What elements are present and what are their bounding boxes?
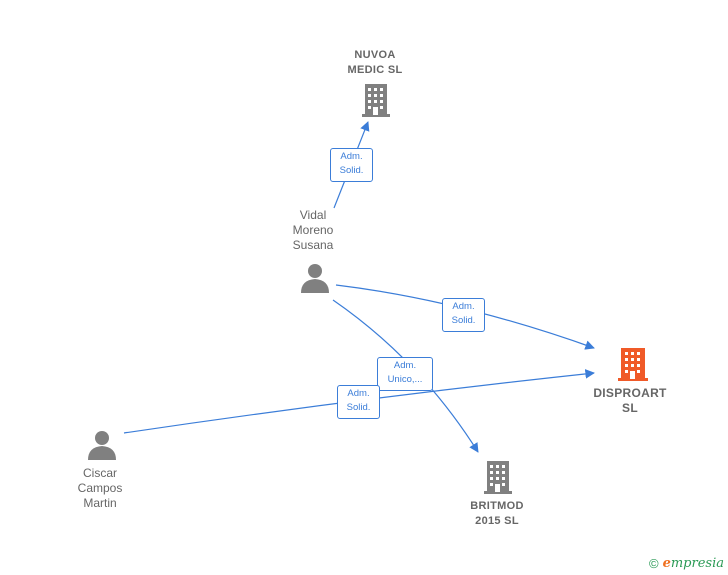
edge-label-vidal-nuvoa[interactable]: Adm. Solid. [330,148,373,182]
edge-label-ciscar-disproart[interactable]: Adm. Solid. [337,385,380,419]
edge-label-vidal-disproart[interactable]: Adm. Solid. [442,298,485,332]
node-label-vidal[interactable]: Vidal Moreno Susana [292,208,334,252]
person-icon[interactable] [88,431,116,460]
node-label-disproart[interactable]: DISPROART SL [593,386,667,415]
edge-label-vidal-britmod[interactable]: Adm. Unico,... [377,357,433,391]
person-icon[interactable] [301,264,329,293]
node-label-nuvoa[interactable]: NUVOA MEDIC SL [347,49,403,76]
building-icon[interactable] [484,461,512,494]
building-icon[interactable] [362,84,390,117]
node-label-ciscar[interactable]: Ciscar Campos Martin [77,466,123,510]
footer-brand: © empresia [649,556,724,571]
building-main-icon[interactable] [618,348,648,381]
copyright-icon: © [648,556,659,571]
node-label-britmod[interactable]: BRITMOD 2015 SL [470,500,524,527]
brand-logo[interactable]: empresia [662,556,724,571]
